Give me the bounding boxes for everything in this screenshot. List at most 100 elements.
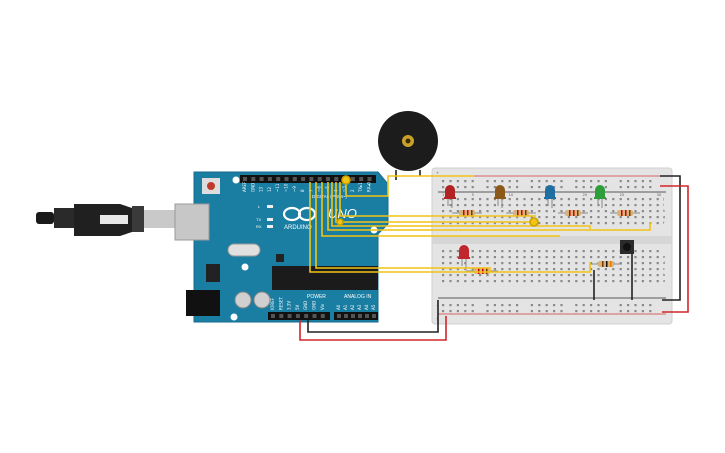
breadboard-hole[interactable] — [553, 186, 556, 189]
breadboard-hole[interactable] — [479, 216, 482, 219]
breadboard-hole[interactable] — [442, 204, 445, 207]
power-pin[interactable] — [295, 314, 300, 318]
breadboard-hole[interactable] — [560, 274, 563, 277]
breadboard-hole[interactable] — [627, 268, 630, 271]
breadboard-hole[interactable] — [501, 216, 504, 219]
breadboard-hole[interactable] — [530, 274, 533, 277]
breadboard-hole[interactable] — [545, 256, 548, 259]
breadboard-hole[interactable] — [493, 262, 496, 265]
breadboard-hole[interactable] — [590, 180, 593, 183]
breadboard-hole[interactable] — [634, 204, 637, 207]
digital-pin[interactable] — [276, 177, 281, 181]
breadboard-hole[interactable] — [442, 274, 445, 277]
push-button[interactable] — [620, 240, 634, 254]
breadboard-hole[interactable] — [516, 198, 519, 201]
breadboard-hole[interactable] — [530, 180, 533, 183]
breadboard-hole[interactable] — [575, 180, 578, 183]
breadboard-hole[interactable] — [516, 222, 519, 225]
breadboard-hole[interactable] — [442, 186, 445, 189]
breadboard-hole[interactable] — [493, 304, 496, 307]
breadboard-hole[interactable] — [553, 256, 556, 259]
breadboard-hole[interactable] — [442, 210, 445, 213]
breadboard-hole[interactable] — [486, 310, 489, 313]
breadboard-hole[interactable] — [641, 256, 644, 259]
breadboard-hole[interactable] — [553, 310, 556, 313]
breadboard-hole[interactable] — [530, 262, 533, 265]
analog-pin[interactable] — [365, 314, 369, 318]
breadboard-hole[interactable] — [575, 204, 578, 207]
breadboard-hole[interactable] — [456, 180, 459, 183]
breadboard-hole[interactable] — [590, 186, 593, 189]
breadboard-hole[interactable] — [464, 274, 467, 277]
breadboard-hole[interactable] — [641, 268, 644, 271]
breadboard-hole[interactable] — [634, 198, 637, 201]
breadboard-hole[interactable] — [493, 186, 496, 189]
breadboard-hole[interactable] — [597, 180, 600, 183]
breadboard-hole[interactable] — [449, 216, 452, 219]
power-pin[interactable] — [304, 314, 309, 318]
breadboard-hole[interactable] — [545, 216, 548, 219]
breadboard-hole[interactable] — [619, 304, 622, 307]
breadboard-hole[interactable] — [523, 262, 526, 265]
breadboard-hole[interactable] — [442, 304, 445, 307]
breadboard-hole[interactable] — [619, 222, 622, 225]
breadboard-hole[interactable] — [634, 180, 637, 183]
breadboard-hole[interactable] — [530, 268, 533, 271]
breadboard-hole[interactable] — [627, 310, 630, 313]
breadboard-hole[interactable] — [523, 268, 526, 271]
breadboard-hole[interactable] — [530, 198, 533, 201]
analog-pin[interactable] — [351, 314, 355, 318]
breadboard-hole[interactable] — [464, 268, 467, 271]
breadboard-hole[interactable] — [516, 274, 519, 277]
breadboard-hole[interactable] — [442, 262, 445, 265]
breadboard-hole[interactable] — [538, 280, 541, 283]
breadboard-hole[interactable] — [456, 210, 459, 213]
breadboard-hole[interactable] — [582, 198, 585, 201]
breadboard-hole[interactable] — [486, 250, 489, 253]
breadboard-hole[interactable] — [597, 256, 600, 259]
breadboard-hole[interactable] — [501, 310, 504, 313]
breadboard-hole[interactable] — [641, 186, 644, 189]
breadboard-hole[interactable] — [553, 204, 556, 207]
breadboard-hole[interactable] — [590, 268, 593, 271]
breadboard-hole[interactable] — [501, 210, 504, 213]
breadboard-hole[interactable] — [604, 210, 607, 213]
breadboard-hole[interactable] — [560, 186, 563, 189]
breadboard-hole[interactable] — [619, 310, 622, 313]
breadboard-hole[interactable] — [597, 268, 600, 271]
breadboard-hole[interactable] — [567, 204, 570, 207]
breadboard-hole[interactable] — [582, 256, 585, 259]
breadboard-hole[interactable] — [590, 222, 593, 225]
breadboard-hole[interactable] — [486, 262, 489, 265]
breadboard-hole[interactable] — [604, 310, 607, 313]
breadboard-hole[interactable] — [612, 256, 615, 259]
breadboard-hole[interactable] — [656, 262, 659, 265]
breadboard-hole[interactable] — [649, 250, 652, 253]
breadboard-hole[interactable] — [590, 310, 593, 313]
breadboard-hole[interactable] — [553, 180, 556, 183]
breadboard-hole[interactable] — [627, 262, 630, 265]
power-pin[interactable] — [312, 314, 317, 318]
breadboard-hole[interactable] — [649, 268, 652, 271]
breadboard-hole[interactable] — [582, 222, 585, 225]
breadboard-hole[interactable] — [634, 280, 637, 283]
breadboard-hole[interactable] — [486, 216, 489, 219]
breadboard-hole[interactable] — [523, 250, 526, 253]
breadboard-hole[interactable] — [442, 256, 445, 259]
breadboard-hole[interactable] — [649, 304, 652, 307]
breadboard-hole[interactable] — [590, 216, 593, 219]
breadboard-hole[interactable] — [582, 210, 585, 213]
breadboard-hole[interactable] — [486, 180, 489, 183]
power-pin[interactable] — [287, 314, 292, 318]
breadboard-hole[interactable] — [523, 256, 526, 259]
breadboard-hole[interactable] — [582, 262, 585, 265]
breadboard-hole[interactable] — [582, 280, 585, 283]
breadboard-hole[interactable] — [493, 198, 496, 201]
breadboard-hole[interactable] — [516, 216, 519, 219]
breadboard-hole[interactable] — [530, 216, 533, 219]
breadboard-hole[interactable] — [493, 210, 496, 213]
breadboard-hole[interactable] — [567, 222, 570, 225]
breadboard-hole[interactable] — [575, 304, 578, 307]
breadboard-hole[interactable] — [538, 180, 541, 183]
breadboard-hole[interactable] — [479, 280, 482, 283]
